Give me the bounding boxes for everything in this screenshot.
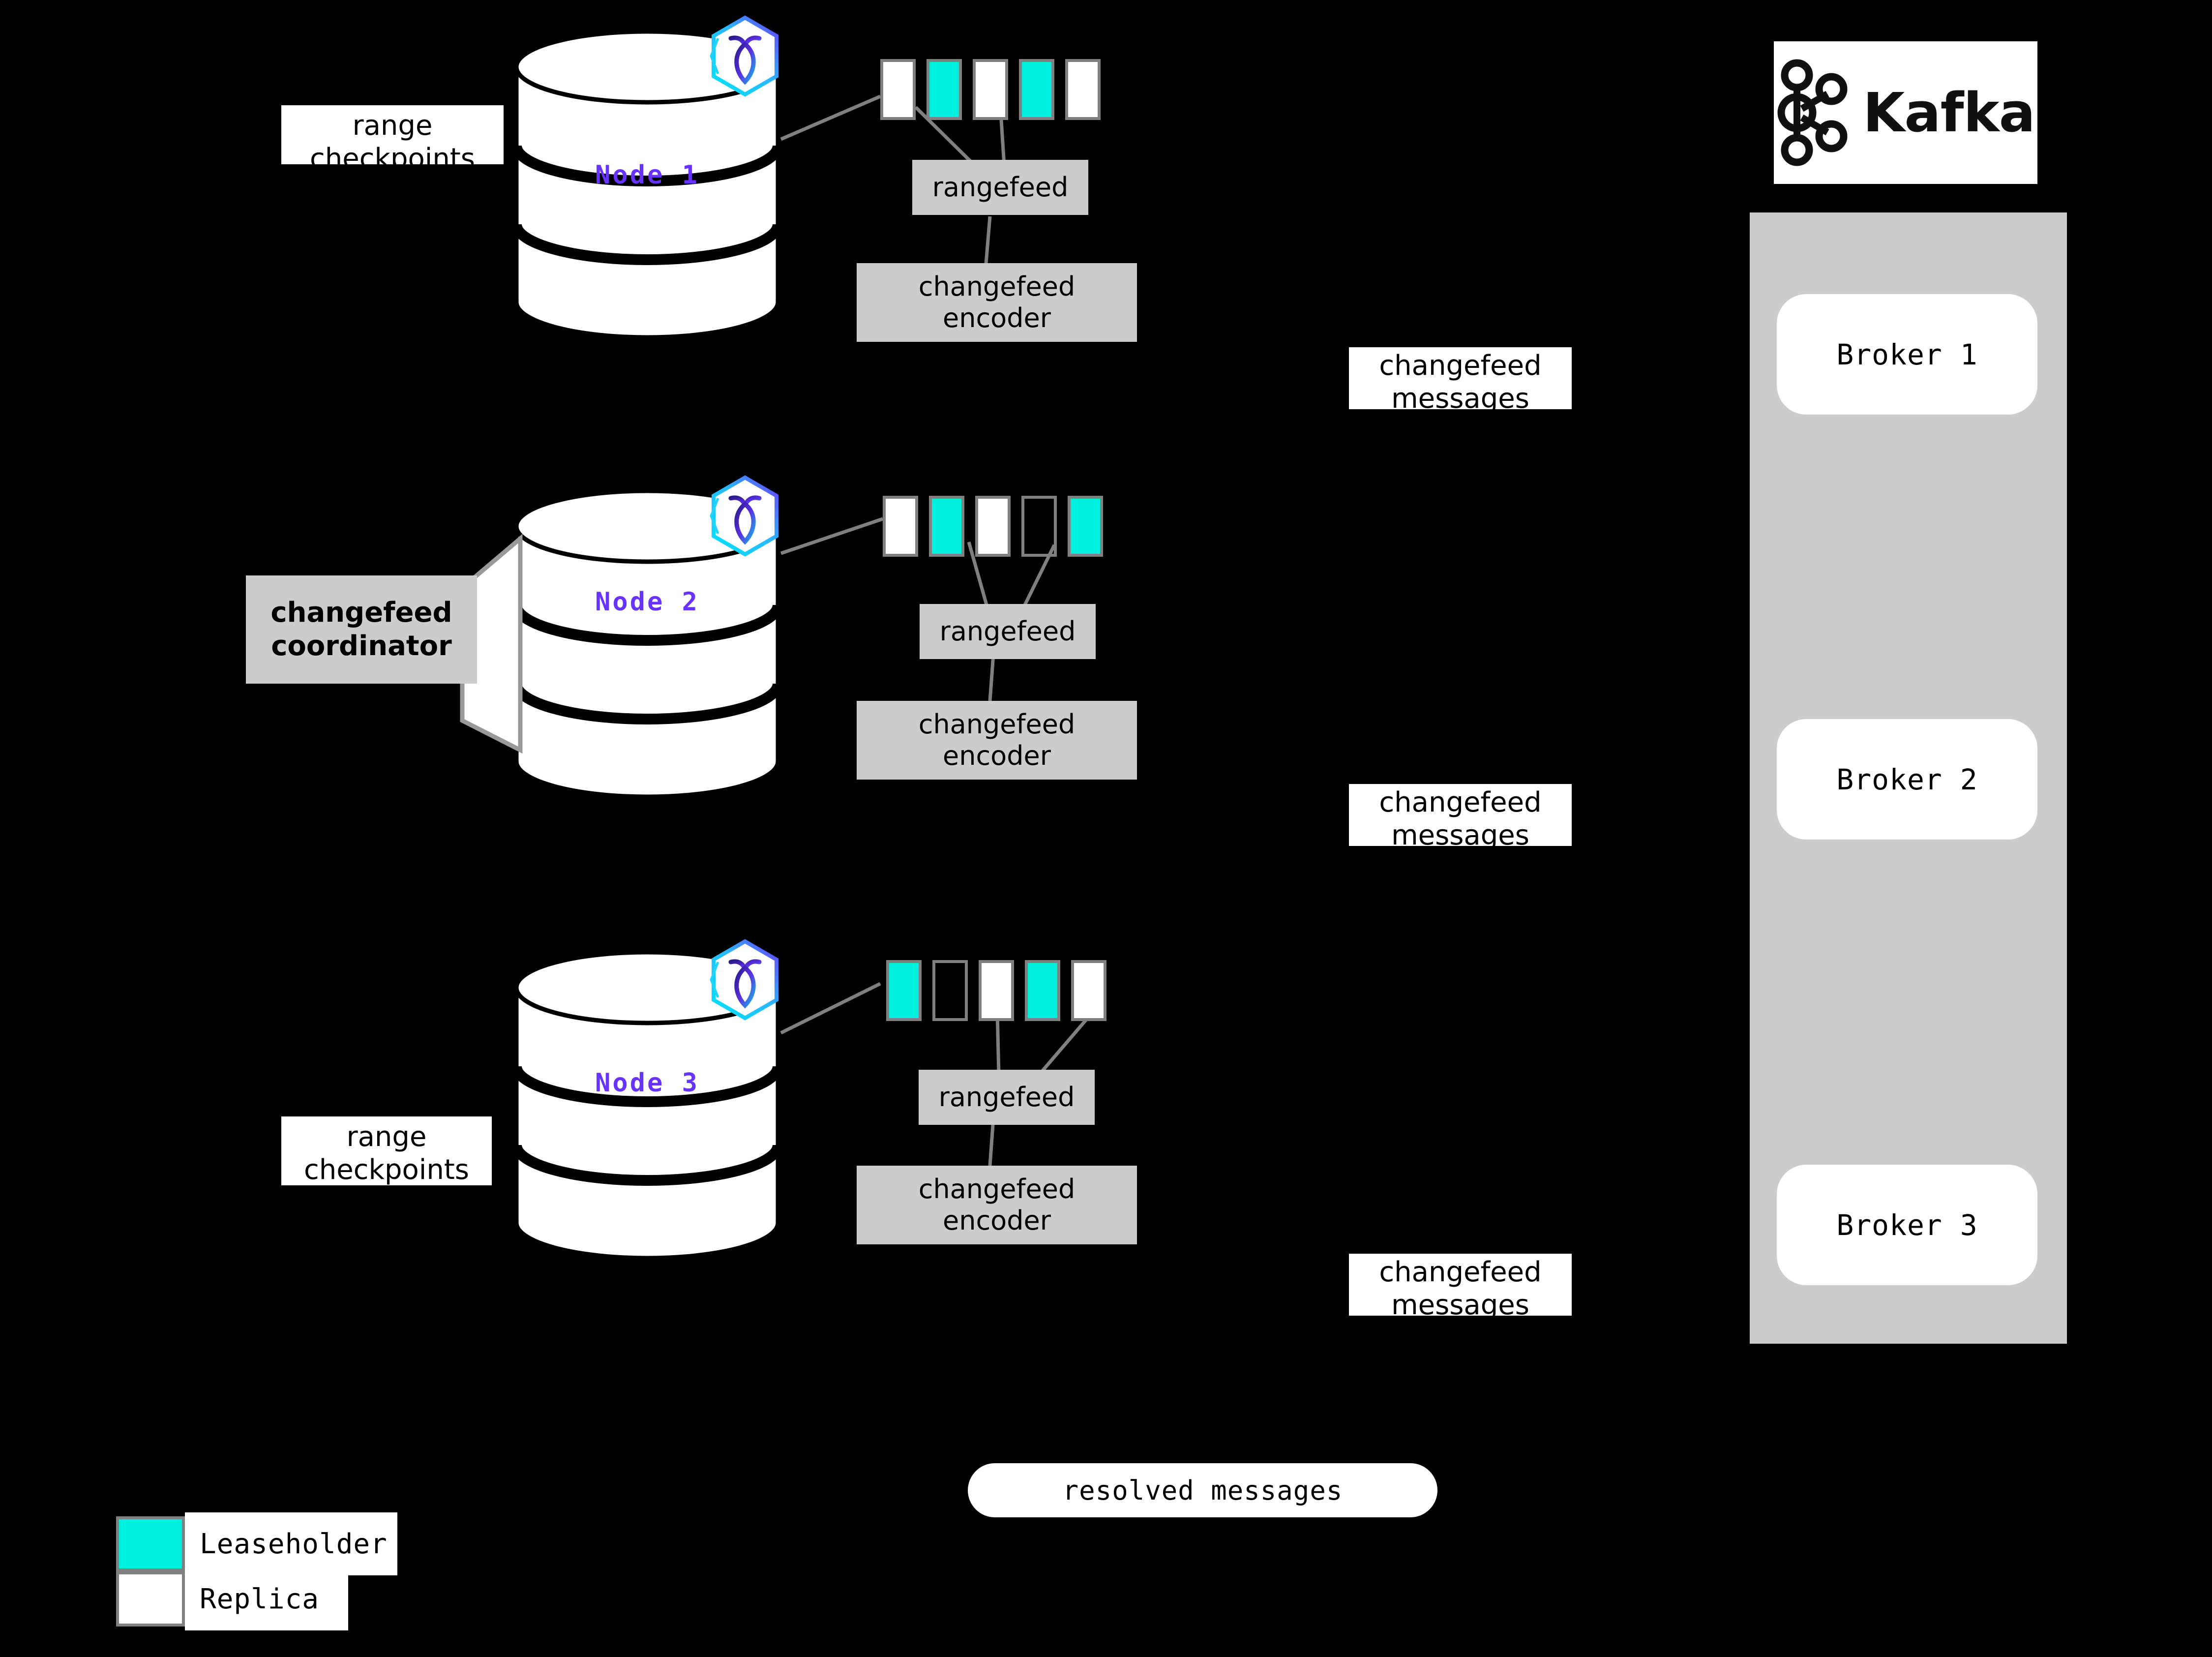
node-2-changefeed-encoder-box[interactable]: changefeed encoder bbox=[857, 701, 1137, 780]
node-1-range-checkpoints-label: range checkpoints bbox=[281, 105, 504, 175]
range-checkpoints-line2: checkpoints bbox=[304, 1154, 469, 1186]
node-3-changefeed-encoder-box[interactable]: changefeed encoder bbox=[857, 1166, 1137, 1244]
broker-label: Broker 1 bbox=[1836, 337, 1978, 371]
legend-swatch-leaseholder bbox=[116, 1516, 185, 1571]
kafka-logo-box: Kafka bbox=[1774, 41, 2037, 184]
changefeed-messages-label-2: changefeed messages bbox=[1349, 784, 1572, 851]
range-checkpoints-line1: range bbox=[346, 1121, 427, 1153]
broker-1[interactable]: Broker 1 bbox=[1777, 294, 2037, 415]
encoder-label-line1: changefeed bbox=[918, 709, 1076, 740]
range-leaseholder[interactable] bbox=[929, 496, 964, 557]
coordinator-line2: coordinator bbox=[271, 630, 452, 662]
node-3-ranges bbox=[886, 960, 1106, 1021]
encoder-label-line2: encoder bbox=[943, 1205, 1051, 1236]
node-2-ranges bbox=[883, 496, 1103, 557]
message-line2: messages bbox=[1391, 819, 1529, 852]
range-replica[interactable] bbox=[979, 960, 1014, 1021]
node-2-cylinder: Node 2 bbox=[511, 488, 783, 799]
encoder-label-line2: encoder bbox=[943, 740, 1051, 771]
legend-swatch-replica bbox=[116, 1571, 185, 1627]
range-checkpoints-line1: range bbox=[352, 110, 433, 142]
legend: Leaseholder Replica bbox=[116, 1512, 421, 1630]
range-checkpoints-line2: checkpoints bbox=[310, 143, 475, 175]
cockroachdb-hex-icon bbox=[708, 15, 782, 97]
changefeed-coordinator-box[interactable]: changefeed coordinator bbox=[246, 575, 477, 684]
resolved-messages-pill[interactable]: resolved messages bbox=[968, 1463, 1437, 1517]
message-line2: messages bbox=[1391, 1289, 1529, 1322]
node-1-label: Node 1 bbox=[595, 160, 699, 190]
range-empty[interactable] bbox=[932, 960, 968, 1021]
node-2-label: Node 2 bbox=[595, 587, 699, 617]
range-replica[interactable] bbox=[1065, 59, 1101, 120]
legend-label-leaseholder: Leaseholder bbox=[185, 1512, 397, 1575]
message-line2: messages bbox=[1391, 383, 1529, 415]
range-replica[interactable] bbox=[973, 59, 1008, 120]
node-3-range-checkpoints-label: range checkpoints bbox=[281, 1116, 492, 1186]
range-replica[interactable] bbox=[883, 496, 918, 557]
message-line1: changefeed bbox=[1379, 350, 1542, 382]
coordinator-line1: changefeed bbox=[270, 596, 452, 629]
range-leaseholder[interactable] bbox=[1025, 960, 1060, 1021]
resolved-messages-label: resolved messages bbox=[1062, 1475, 1343, 1506]
node-2-rangefeed-box[interactable]: rangefeed bbox=[920, 604, 1096, 659]
range-leaseholder[interactable] bbox=[886, 960, 922, 1021]
legend-label-replica: Replica bbox=[185, 1567, 348, 1630]
node-1-changefeed-encoder-box[interactable]: changefeed encoder bbox=[857, 263, 1137, 342]
cockroachdb-hex-icon bbox=[708, 938, 782, 1021]
kafka-wordmark: Kafka bbox=[1863, 81, 2035, 144]
encoder-label-line1: changefeed bbox=[918, 1174, 1076, 1205]
broker-3[interactable]: Broker 3 bbox=[1777, 1165, 2037, 1285]
encoder-label-line2: encoder bbox=[943, 302, 1051, 333]
node-3-rangefeed-box[interactable]: rangefeed bbox=[919, 1070, 1095, 1125]
node-1-ranges bbox=[880, 59, 1101, 120]
range-replica[interactable] bbox=[880, 59, 916, 120]
broker-2[interactable]: Broker 2 bbox=[1777, 719, 2037, 840]
range-leaseholder[interactable] bbox=[1019, 59, 1054, 120]
encoder-label-line1: changefeed bbox=[918, 271, 1076, 302]
node-3-label: Node 3 bbox=[595, 1068, 699, 1098]
range-leaseholder[interactable] bbox=[1068, 496, 1103, 557]
message-line1: changefeed bbox=[1379, 786, 1542, 818]
range-leaseholder[interactable] bbox=[927, 59, 962, 120]
message-line1: changefeed bbox=[1379, 1256, 1542, 1288]
node-1-rangefeed-box[interactable]: rangefeed bbox=[912, 160, 1088, 215]
range-replica[interactable] bbox=[1071, 960, 1106, 1021]
cockroachdb-hex-icon bbox=[708, 475, 782, 557]
broker-label: Broker 2 bbox=[1836, 762, 1978, 796]
range-replica[interactable] bbox=[975, 496, 1011, 557]
range-empty[interactable] bbox=[1021, 496, 1057, 557]
changefeed-messages-label-1: changefeed messages bbox=[1349, 347, 1572, 415]
broker-label: Broker 3 bbox=[1836, 1208, 1978, 1242]
changefeed-messages-label-3: changefeed messages bbox=[1349, 1254, 1572, 1321]
kafka-nodes-icon bbox=[1777, 59, 1848, 166]
